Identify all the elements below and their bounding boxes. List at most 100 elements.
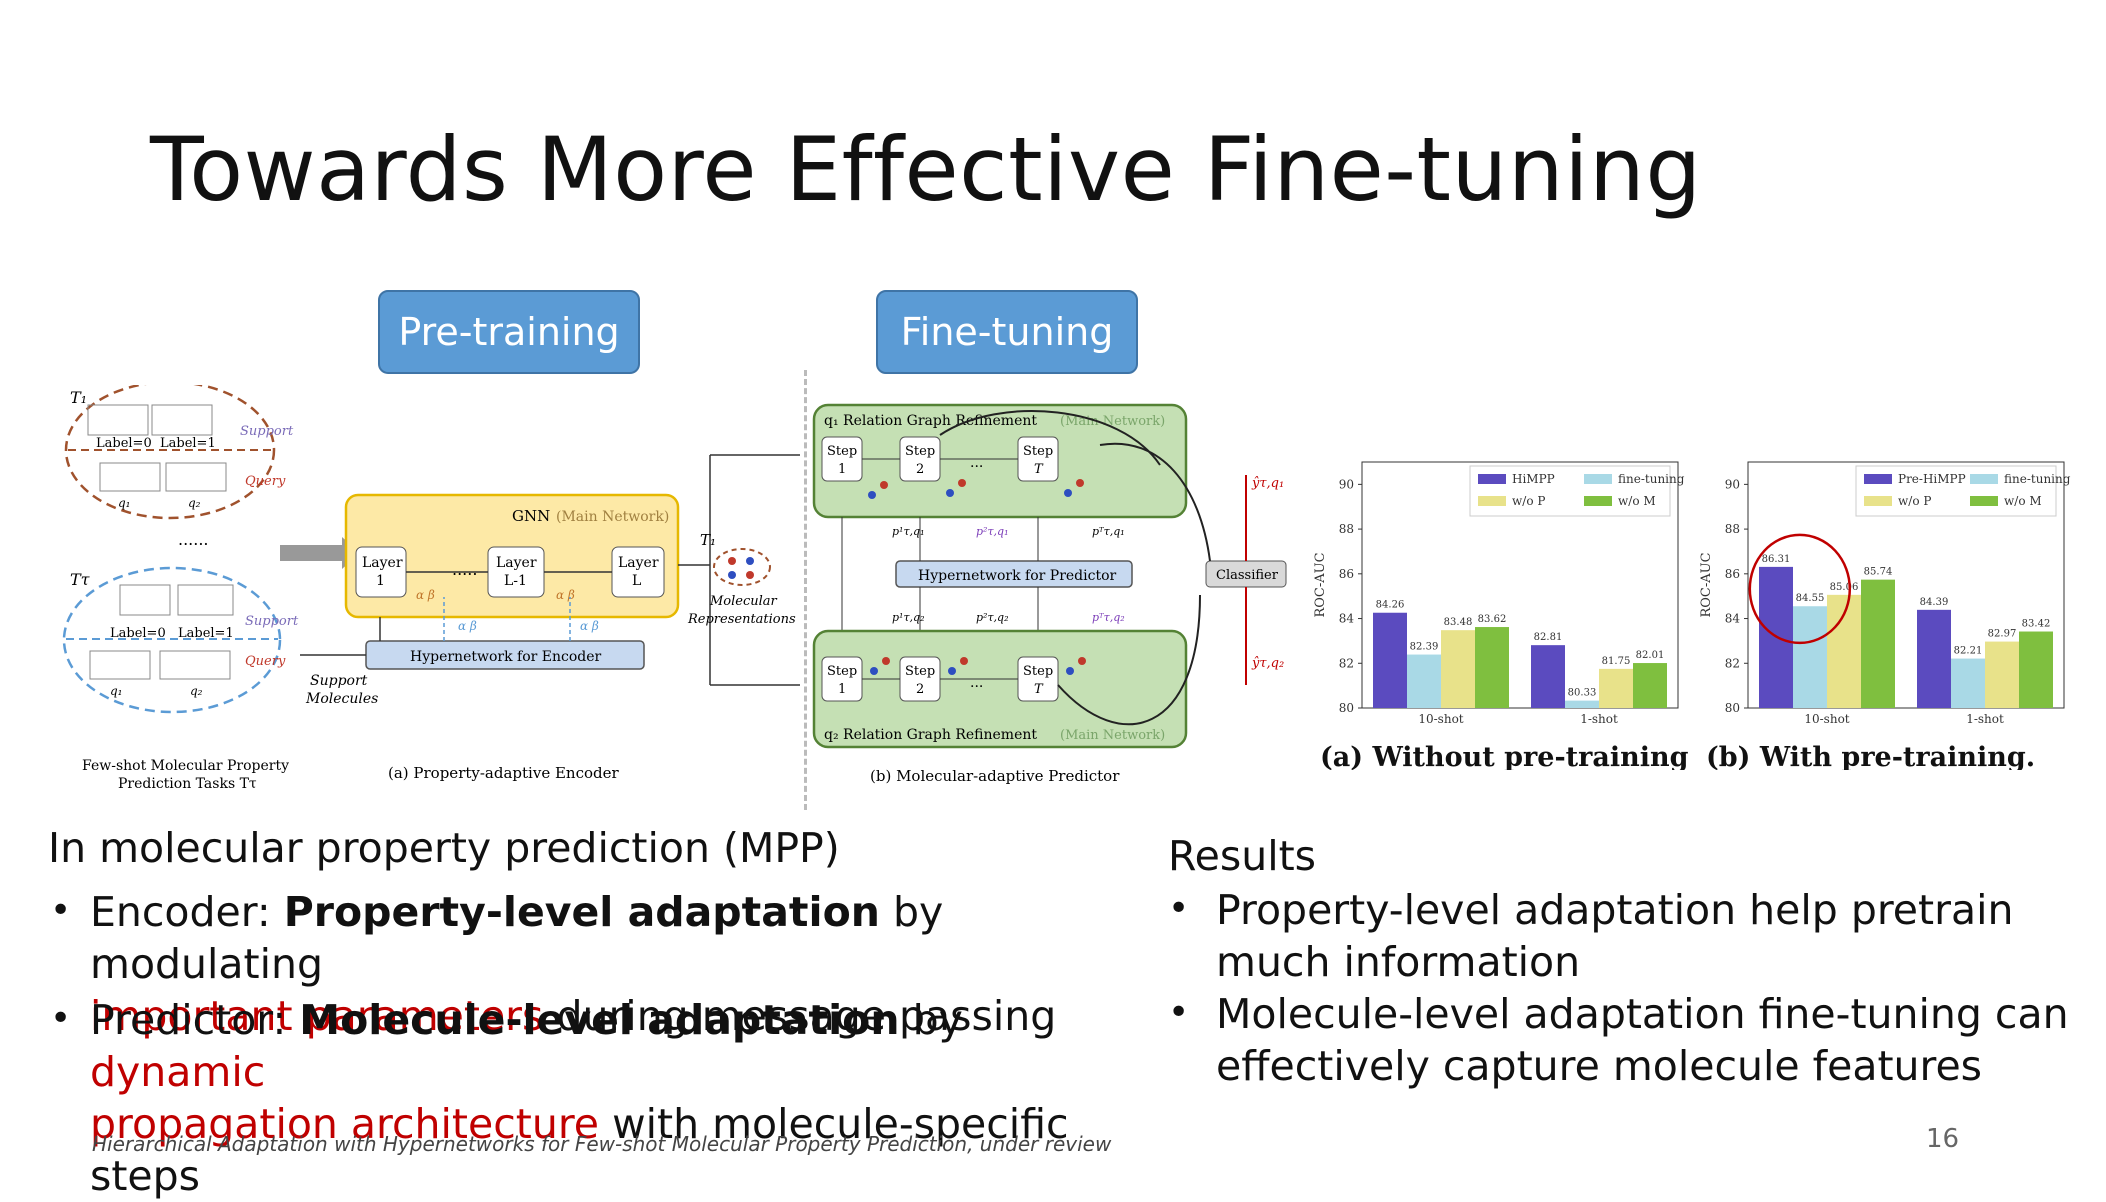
- arrow-into-gnn: [280, 537, 360, 569]
- left-b1-bold: Property-level adaptation: [283, 888, 880, 936]
- layer1-num: 1: [376, 573, 385, 589]
- encoder-caption: (a) Property-adaptive Encoder: [388, 764, 619, 782]
- bar: [1951, 658, 1985, 708]
- bar-value-label: 85.06: [1830, 582, 1859, 593]
- y-tick-label: 88: [1725, 522, 1740, 536]
- svg-text:α β: α β: [556, 588, 575, 602]
- predictor-diagram: q₁ Relation Graph Refinement (Main Netwo…: [812, 403, 1287, 785]
- x-category-label: 10-shot: [1418, 712, 1463, 726]
- query2-text: Query: [245, 654, 286, 669]
- y-tick-label: 80: [1725, 701, 1740, 715]
- hypernetwork-predictor-box: [895, 560, 1133, 588]
- p2-q1: p²τ,q₁: [976, 525, 1008, 538]
- molecule-box: [165, 462, 227, 492]
- left-bullet-1-marker: •: [50, 890, 72, 931]
- q2-stepT-num: T: [1034, 682, 1044, 697]
- q1-stepT-label: Step: [1023, 444, 1053, 459]
- bar-value-label: 84.55: [1796, 593, 1825, 604]
- q1-step2-label: Step: [905, 444, 935, 459]
- legend-swatch: [1970, 474, 1998, 484]
- molecule-box: [119, 584, 171, 616]
- encoder-dots: .....: [452, 560, 477, 579]
- bar-value-label: 82.01: [1636, 650, 1665, 661]
- q2-text: q₂: [188, 496, 201, 510]
- pT-q2: pᵀτ,q₂: [1092, 611, 1125, 624]
- tasks-caption: Few-shot Molecular Property: [82, 758, 289, 774]
- predictor-caption: (b) Molecular-adaptive Predictor: [870, 767, 1120, 785]
- legend-label: Pre-HiMPP: [1898, 472, 1966, 486]
- legend-swatch: [1584, 474, 1612, 484]
- legend-swatch: [1584, 496, 1612, 506]
- q2b-text: q₂: [190, 684, 203, 698]
- x-category-label: 1-shot: [1966, 712, 2004, 726]
- bar: [1633, 663, 1667, 708]
- legend-swatch: [1970, 496, 1998, 506]
- tasks-caption-2: Prediction Tasks Tτ: [118, 776, 257, 792]
- left-b2-mid: by: [899, 996, 963, 1044]
- support-text: Support: [240, 424, 294, 439]
- label0-text: Label=0: [96, 436, 152, 451]
- left-bullet-2-marker: •: [50, 998, 72, 1039]
- y-tick-label: 82: [1725, 656, 1740, 670]
- y-tick-label: 90: [1725, 477, 1740, 491]
- pT-q1: pᵀτ,q₁: [1092, 525, 1125, 538]
- task-tt-ellipse: [62, 566, 282, 714]
- bar: [1793, 606, 1827, 708]
- y-tick-label: 90: [1339, 477, 1354, 491]
- y-axis-label: ROC-AUC: [1313, 552, 1328, 617]
- layerL-num: L: [632, 573, 641, 589]
- q1-step1-num: 1: [838, 462, 846, 477]
- right-b1-l1: Property-level adaptation help pretrain: [1216, 886, 2014, 934]
- y-tick-label: 84: [1339, 612, 1355, 626]
- bar: [1917, 609, 1951, 708]
- bar-value-label: 85.74: [1864, 567, 1893, 578]
- mol-rep-label-2: Representations: [687, 612, 796, 627]
- y-hat-q2: ŷτ,q₂: [1251, 656, 1284, 671]
- bar-value-label: 84.26: [1376, 600, 1405, 611]
- q2-title: q₂ Relation Graph Refinement: [824, 727, 1037, 743]
- bar-value-label: 84.39: [1920, 597, 1949, 608]
- chart-title: (b) With pre-training.: [1706, 742, 2035, 770]
- legend-swatch: [1478, 474, 1506, 484]
- bar-value-label: 80.33: [1568, 688, 1597, 699]
- y-tick-label: 84: [1725, 612, 1741, 626]
- gnn-main-network: (Main Network): [556, 509, 669, 525]
- finetuning-tag: Fine-tuning: [876, 290, 1138, 374]
- q2-step2-label: Step: [905, 664, 935, 679]
- layerL-text: Layer: [618, 555, 659, 571]
- gnn-title: GNN: [512, 507, 550, 525]
- q2-dots: ...: [970, 675, 983, 691]
- hypernetwork-predictor-label: Hypernetwork for Predictor: [918, 568, 1117, 584]
- molecule-box: [177, 584, 234, 616]
- molecule-box: [159, 650, 231, 680]
- bar: [1861, 579, 1895, 708]
- left-b1-mid: by modulating: [90, 888, 944, 988]
- molecule-box: [151, 404, 213, 436]
- bar-value-label: 86.31: [1762, 554, 1791, 565]
- q2-stepT-label: Step: [1023, 664, 1053, 679]
- y-tick-label: 80: [1339, 701, 1354, 715]
- bar: [1565, 700, 1599, 708]
- hypernetwork-encoder-label: Hypernetwork for Encoder: [410, 649, 602, 665]
- bar-value-label: 81.75: [1602, 656, 1631, 667]
- q1-title: q₁ Relation Graph Refinement: [824, 413, 1037, 429]
- legend-label: fine-tuning: [2004, 472, 2071, 486]
- svg-text:α β: α β: [580, 619, 599, 633]
- bar: [1475, 627, 1509, 708]
- bar: [1373, 612, 1407, 708]
- label1b-text: Label=1: [178, 626, 234, 641]
- layerL1-num: L-1: [504, 573, 527, 589]
- right-b2-l2: effectively capture molecule features: [1216, 1042, 1983, 1090]
- svg-text:α β: α β: [458, 619, 477, 633]
- dots-text: ......: [178, 530, 209, 549]
- left-b1-post: during message passing: [543, 992, 1057, 1040]
- bar-value-label: 82.97: [1988, 629, 2017, 640]
- left-heading: In molecular property prediction (MPP): [48, 824, 840, 872]
- q2-step1-num: 1: [838, 682, 846, 697]
- label0b-text: Label=0: [110, 626, 166, 641]
- legend-label: w/o P: [1898, 494, 1931, 508]
- legend-label: w/o M: [2004, 494, 2042, 508]
- bar-value-label: 83.62: [1478, 614, 1507, 625]
- x-category-label: 1-shot: [1580, 712, 1618, 726]
